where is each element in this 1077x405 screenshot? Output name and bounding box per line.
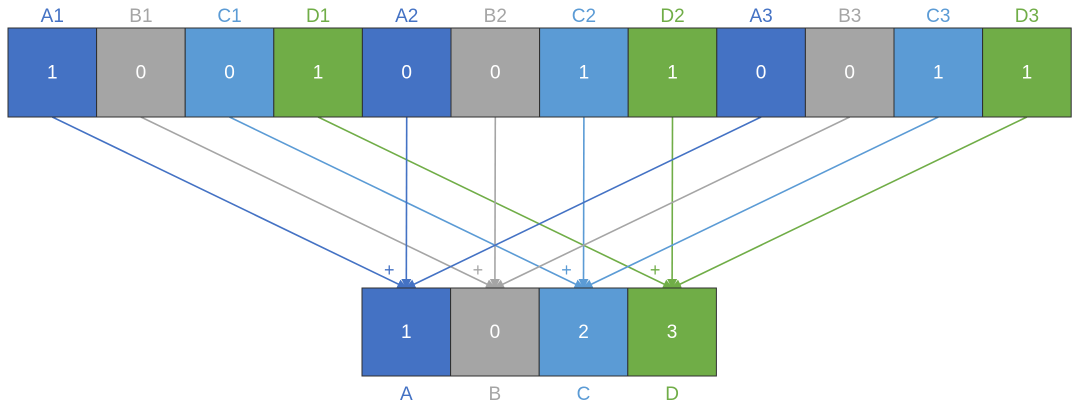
plus-sign: + [473,260,484,280]
output-cell-c: 2C + [538,260,629,405]
flow-line-b1 [140,116,496,289]
input-cell-d2: 1 D2 [627,6,718,118]
input-cell-box [7,27,98,118]
input-cell-label: B2 [484,6,507,27]
output-cell-label: A [400,384,413,405]
flow-line-a1 [51,116,408,289]
input-cell-value: 1 [933,63,944,84]
input-cell-value: 1 [313,63,324,84]
input-cell-b1: 0 B1 [96,6,186,118]
output-cell-box [361,287,452,377]
input-cell-box [539,27,629,118]
output-cell-box [627,287,717,377]
input-cell-value: 0 [401,63,412,84]
output-cell-value: 3 [667,322,678,343]
input-cell-box [893,27,984,118]
plus-sign: + [384,260,395,280]
input-cell-label: A1 [41,6,64,27]
input-cell-c2: 1 C2 [539,6,629,118]
flow-line-a3 [405,116,762,289]
input-cell-d1: 1 D1 [273,6,363,118]
input-cell-value: 1 [47,63,58,84]
plus-sign: + [650,260,661,280]
output-cell-label: C [577,384,591,405]
input-cell-value: 1 [1022,63,1033,84]
input-cell-value: 0 [756,63,767,84]
input-cell-label: A3 [749,6,772,27]
input-cell-c1: 0 C1 [184,6,275,118]
input-cell-label: A2 [395,6,418,27]
input-cell-a2: 0 A2 [361,6,452,118]
output-cell-a: 1A + [361,260,452,405]
input-cell-c3: 1 C3 [893,6,984,118]
input-cell-box [627,27,718,118]
input-row: 1 A1 0 B1 0 C1 1 D1 0 A2 0 B2 1 C2 1 D2 0 A3 0 B3 1 C3 1 D3 [7,6,1072,118]
input-cell-box [804,27,895,118]
input-cell-b2: 0 B2 [450,6,541,118]
flow-lines [51,116,1028,289]
input-cell-label: C1 [217,6,241,27]
output-cell-box [538,287,629,377]
flow-line-c3 [582,116,939,289]
input-cell-label: C2 [572,6,596,27]
input-cell-value: 0 [844,63,855,84]
input-cell-a3: 0 A3 [716,6,806,118]
input-cell-box [361,27,452,118]
output-cell-value: 1 [401,322,412,343]
input-cell-box [450,27,541,118]
output-cell-value: 0 [490,322,501,343]
input-cell-box [273,27,363,118]
input-cell-value: 1 [579,63,590,84]
output-cell-d: 3D + [627,260,717,405]
input-cell-label: C3 [926,6,950,27]
flow-line-b3 [493,116,851,289]
input-cell-label: B3 [838,6,861,27]
input-cell-value: 0 [136,63,147,84]
input-cell-b3: 0 B3 [804,6,895,118]
input-cell-box [716,27,806,118]
input-cell-d3: 1 D3 [982,6,1072,118]
input-cell-label: D1 [306,6,330,27]
output-cell-value: 2 [578,322,589,343]
plus-sign: + [561,260,572,280]
input-cell-label: D2 [660,6,684,27]
input-cell-label: D3 [1015,6,1039,27]
input-cell-value: 0 [490,63,501,84]
input-cell-label: B1 [129,6,152,27]
flow-line-d3 [671,116,1028,289]
output-cell-label: D [665,384,679,405]
input-cell-value: 0 [224,63,235,84]
input-cell-value: 1 [667,63,678,84]
output-row: 1A +0B +2C +3D + [361,260,717,405]
input-cell-a1: 1 A1 [7,6,98,118]
input-cell-box [982,27,1072,118]
output-cell-label: B [489,384,502,405]
